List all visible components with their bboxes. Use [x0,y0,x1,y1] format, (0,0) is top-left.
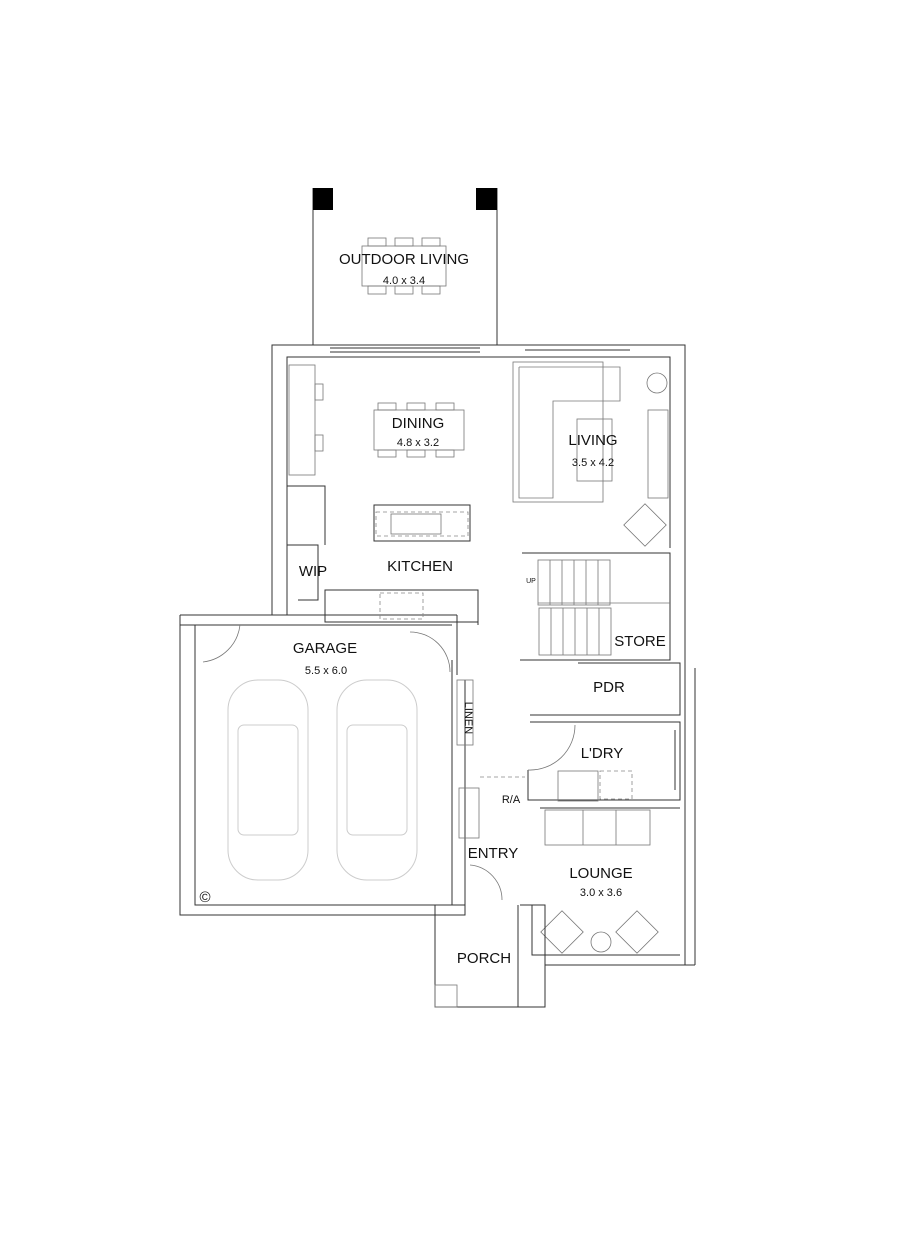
sink [390,513,442,535]
room-labels: OUTDOOR LIVING 4.0 x 3.4 DINING 4.8 x 3.… [199,251,665,967]
copyright-symbol: © [199,889,210,906]
entry-label: ENTRY [468,845,519,862]
walls [179,344,696,1008]
lounge-size: 3.0 x 3.6 [580,887,622,899]
garage-size: 5.5 x 6.0 [305,665,347,677]
living-label: LIVING [568,432,617,449]
post [313,188,333,210]
pdr-label: PDR [593,679,625,696]
wip-label: WIP [299,563,327,580]
ra-label: R/A [502,794,521,806]
garage-label: GARAGE [293,640,357,657]
outdoor-living-area [312,188,498,345]
car-icon [336,679,418,881]
dining-size: 4.8 x 3.2 [397,437,439,449]
living-size: 3.5 x 4.2 [572,457,614,469]
garage-cars [227,679,418,881]
laundry-label: L'DRY [581,745,624,762]
outdoor-living-label: OUTDOOR LIVING [339,251,469,268]
porch-label: PORCH [457,950,511,967]
lounge-label: LOUNGE [569,865,632,882]
stair-up-label: UP [526,578,536,585]
lounge-sofa [544,809,651,846]
kitchen-island [373,504,471,542]
post [476,188,497,210]
furniture [288,361,669,547]
store-label: STORE [614,633,665,650]
kitchen-label: KITCHEN [387,558,453,575]
outdoor-living-size: 4.0 x 3.4 [383,275,425,287]
dining-label: DINING [392,415,445,432]
linen-label: LINEN [462,702,474,734]
car-icon [227,679,309,881]
